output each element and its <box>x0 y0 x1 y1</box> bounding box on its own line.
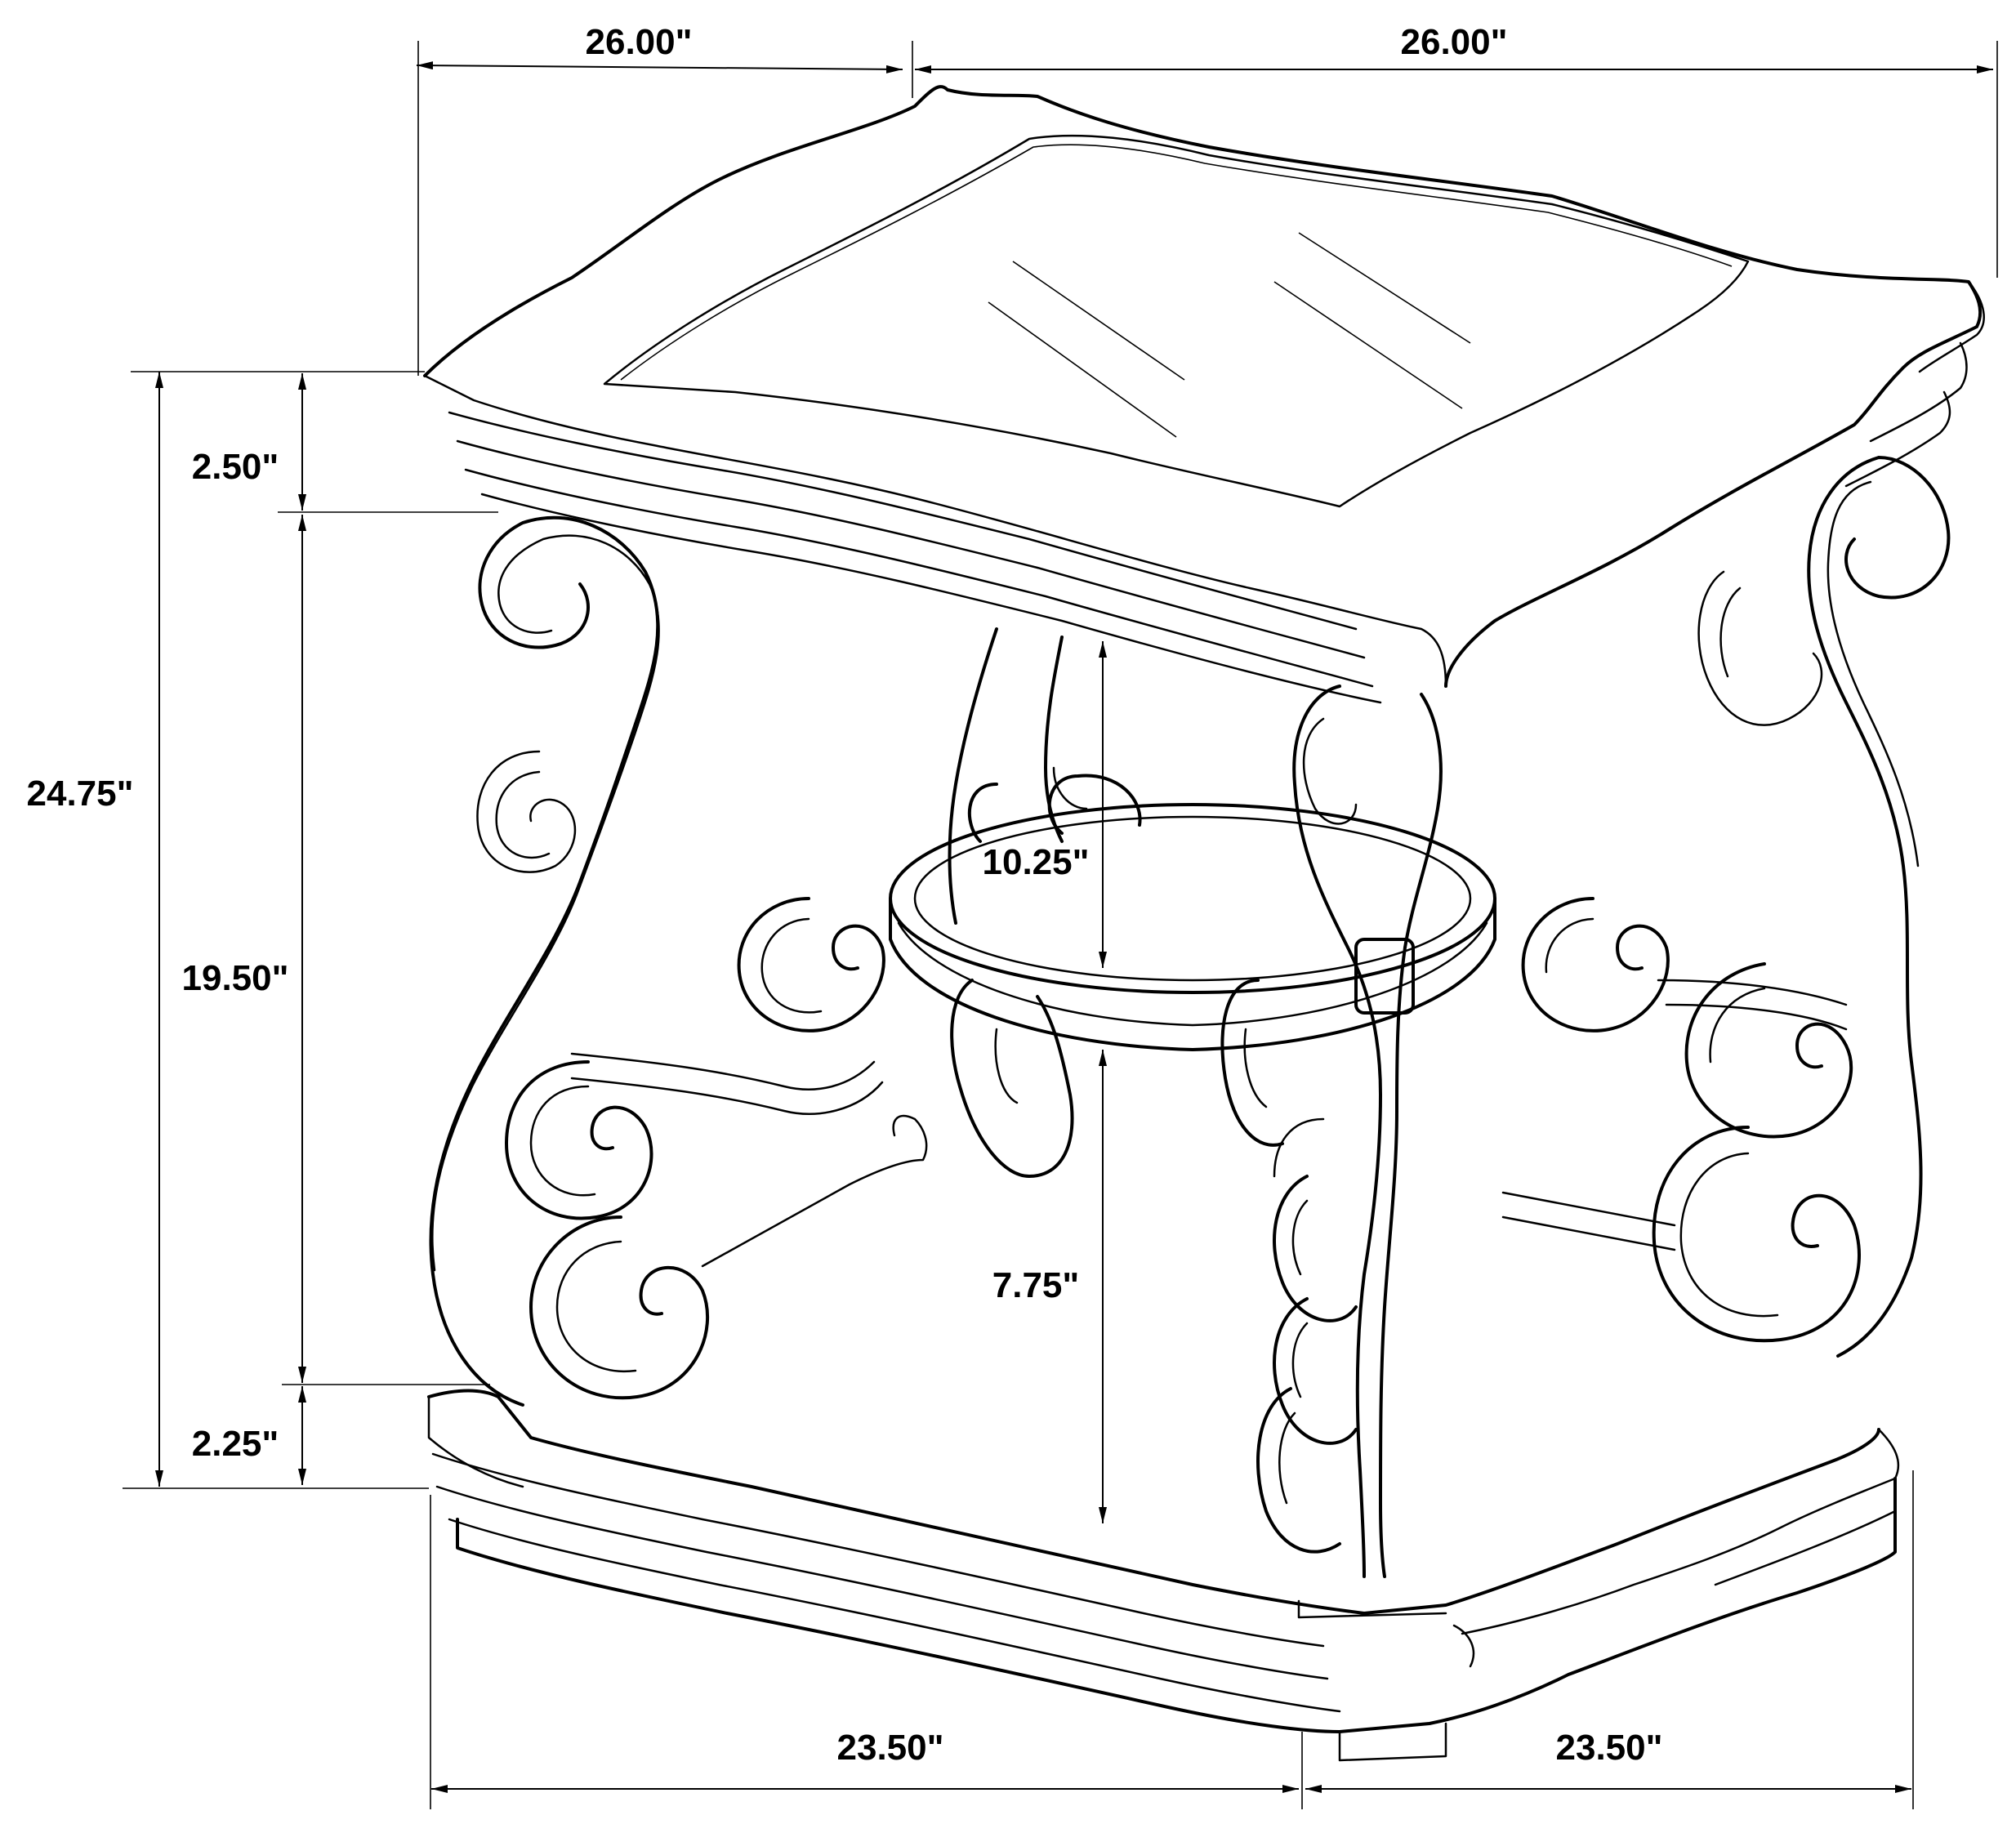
dim-lower-clearance: 7.75" <box>992 1265 1080 1305</box>
back-scroll-leg <box>948 627 1284 1178</box>
dim-base-thickness: 2.25" <box>192 1424 279 1464</box>
dim-overall-height: 24.75" <box>27 774 134 814</box>
right-scroll-leg <box>1501 456 1951 1358</box>
table-illustration <box>423 85 1985 1762</box>
dim-base-right-width: 23.50" <box>1556 1728 1663 1768</box>
dimension-labels: 26.00" 26.00" 24.75" 2.50" 19.50" 2.25" … <box>27 22 1663 1768</box>
dim-upper-clearance: 10.25" <box>983 842 1090 882</box>
dim-base-left-width: 23.50" <box>837 1728 944 1768</box>
dim-top-left-width: 26.00" <box>586 22 693 62</box>
dim-top-right-width: 26.00" <box>1401 22 1508 62</box>
table-base <box>427 1389 1900 1762</box>
center-ring <box>889 803 1496 1051</box>
dim-top-thickness: 2.50" <box>192 447 279 487</box>
left-scroll-leg <box>429 515 928 1407</box>
table-top <box>423 85 1985 704</box>
front-scroll-leg <box>1256 685 1443 1578</box>
dim-leg-height: 19.50" <box>182 958 289 998</box>
dimension-lines <box>123 41 1998 1809</box>
